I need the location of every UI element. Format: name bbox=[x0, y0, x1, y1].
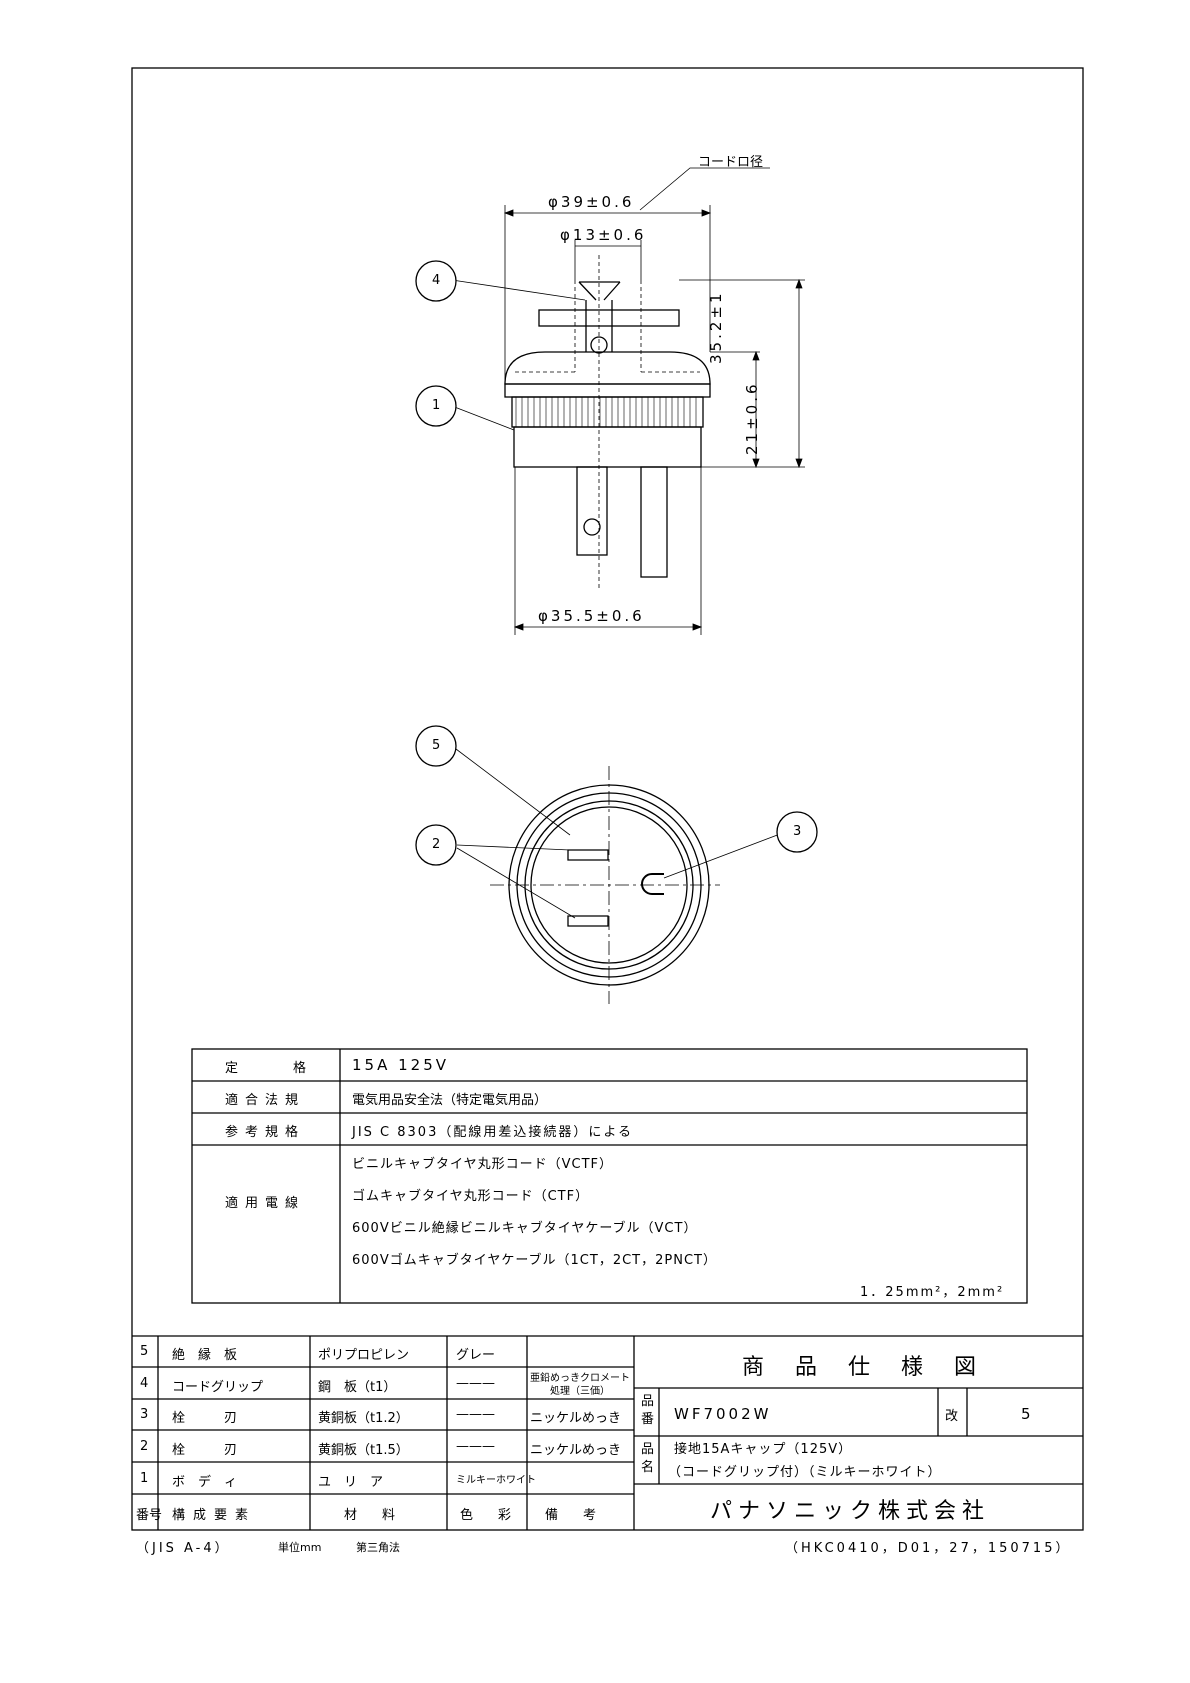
part-material: ポリプロピレン bbox=[318, 1348, 410, 1363]
spec-wire-4: 600Vゴムキャブタイヤケーブル（1CT，2CT，2PNCT） bbox=[352, 1253, 717, 1268]
cord-diameter-label: コードロ径 bbox=[698, 155, 764, 170]
drawing-border bbox=[131, 67, 1084, 1531]
dim-cord-hole: φ13±0.6 bbox=[560, 226, 647, 244]
part-name: ボ デ ィ bbox=[172, 1475, 238, 1490]
callout-1: 1 bbox=[432, 398, 441, 413]
company-name: パナソニック株式会社 bbox=[710, 1499, 991, 1524]
part-material: 鋼 板（t1） bbox=[318, 1380, 397, 1395]
spec-wire-3: 600Vビニル絶縁ビニルキャブタイヤケーブル（VCT） bbox=[352, 1221, 698, 1236]
part-color: ——— bbox=[456, 1376, 495, 1391]
part-no: 2 bbox=[140, 1439, 149, 1454]
callout-circles bbox=[415, 260, 818, 866]
drawing-code: （HKC0410，D01，27，150715） bbox=[785, 1541, 1072, 1556]
spec-table-lines bbox=[191, 1048, 1028, 1304]
spec-label-standard: 参考規格 bbox=[225, 1125, 306, 1140]
title-block-title: 商 品 仕 様 図 bbox=[742, 1355, 988, 1380]
part-note: ニッケルめっき bbox=[530, 1443, 622, 1458]
callout-4: 4 bbox=[432, 273, 441, 288]
part-color: ——— bbox=[456, 1407, 495, 1422]
part-note: ニッケルめっき bbox=[530, 1411, 622, 1426]
header-no: 番号 bbox=[136, 1508, 163, 1523]
spec-value-law: 電気用品安全法（特定電気用品） bbox=[352, 1093, 548, 1108]
revision-number: 5 bbox=[1021, 1405, 1034, 1423]
part-note: 亜鉛めっきクロメート処理（三価） bbox=[530, 1373, 630, 1397]
parts-table-lines bbox=[132, 1335, 1083, 1530]
header-material: 材 料 bbox=[344, 1508, 402, 1523]
dim-height-total: 35.2±1 bbox=[707, 290, 725, 364]
part-material: 黄銅板（t1.5） bbox=[318, 1443, 409, 1458]
spec-label-rating: 定 格 bbox=[225, 1061, 311, 1076]
side-view bbox=[504, 255, 711, 590]
part-name: 栓 刃 bbox=[172, 1411, 238, 1426]
part-no: 4 bbox=[140, 1376, 149, 1391]
part-no: 5 bbox=[140, 1344, 149, 1359]
header-name: 構成要素 bbox=[172, 1508, 257, 1523]
spec-label-wire: 適用電線 bbox=[225, 1196, 306, 1211]
part-no: 1 bbox=[140, 1471, 149, 1486]
unit: 単位mm bbox=[278, 1541, 322, 1554]
callout-2: 2 bbox=[432, 837, 441, 852]
dim-height-body: 21±0.6 bbox=[743, 381, 761, 455]
part-name: 栓 刃 bbox=[172, 1443, 238, 1458]
product-number: WF7002W bbox=[674, 1405, 772, 1423]
part-color: ミルキーホワイト bbox=[456, 1475, 536, 1486]
dim-outer-bottom: φ35.5±0.6 bbox=[538, 607, 645, 625]
part-color: グレー bbox=[456, 1348, 496, 1363]
spec-value-standard: JIS C 8303（配線用差込接続器）による bbox=[352, 1125, 633, 1140]
header-note: 備 考 bbox=[545, 1508, 603, 1523]
projection: 第三角法 bbox=[356, 1541, 400, 1554]
spec-wire-2: ゴムキャブタイヤ丸形コード（CTF） bbox=[352, 1189, 590, 1204]
front-view bbox=[451, 745, 781, 1004]
spec-value-rating: 15A 125V bbox=[352, 1056, 450, 1074]
product-name-1: 接地15Aキャップ（125V） bbox=[674, 1442, 853, 1457]
product-name-2: （コードグリップ付）（ミルキーホワイト） bbox=[668, 1465, 942, 1480]
hinmei-label: 品名 bbox=[641, 1442, 655, 1475]
part-name: コードグリップ bbox=[172, 1380, 264, 1395]
part-name: 絶 縁 板 bbox=[172, 1348, 238, 1363]
part-color: ——— bbox=[456, 1439, 495, 1454]
dim-outer-top: φ39±0.6 bbox=[548, 193, 635, 211]
header-color: 色 彩 bbox=[460, 1508, 518, 1523]
dimension-lines bbox=[451, 167, 805, 635]
spec-label-law: 適合法規 bbox=[225, 1093, 306, 1108]
revision-label: 改 bbox=[945, 1409, 959, 1424]
spec-wire-sizes: 1．25mm²，2mm² bbox=[860, 1285, 1005, 1300]
spec-wire-1: ビニルキャブタイヤ丸形コード（VCTF） bbox=[352, 1157, 613, 1172]
paper-size: （JIS A-4） bbox=[136, 1541, 231, 1556]
part-no: 3 bbox=[140, 1407, 149, 1422]
part-material: ユ リ ア bbox=[318, 1475, 384, 1490]
hinban-label: 品番 bbox=[641, 1394, 655, 1427]
callout-5: 5 bbox=[432, 738, 441, 753]
callout-3: 3 bbox=[793, 824, 802, 839]
part-material: 黄銅板（t1.2） bbox=[318, 1411, 409, 1426]
